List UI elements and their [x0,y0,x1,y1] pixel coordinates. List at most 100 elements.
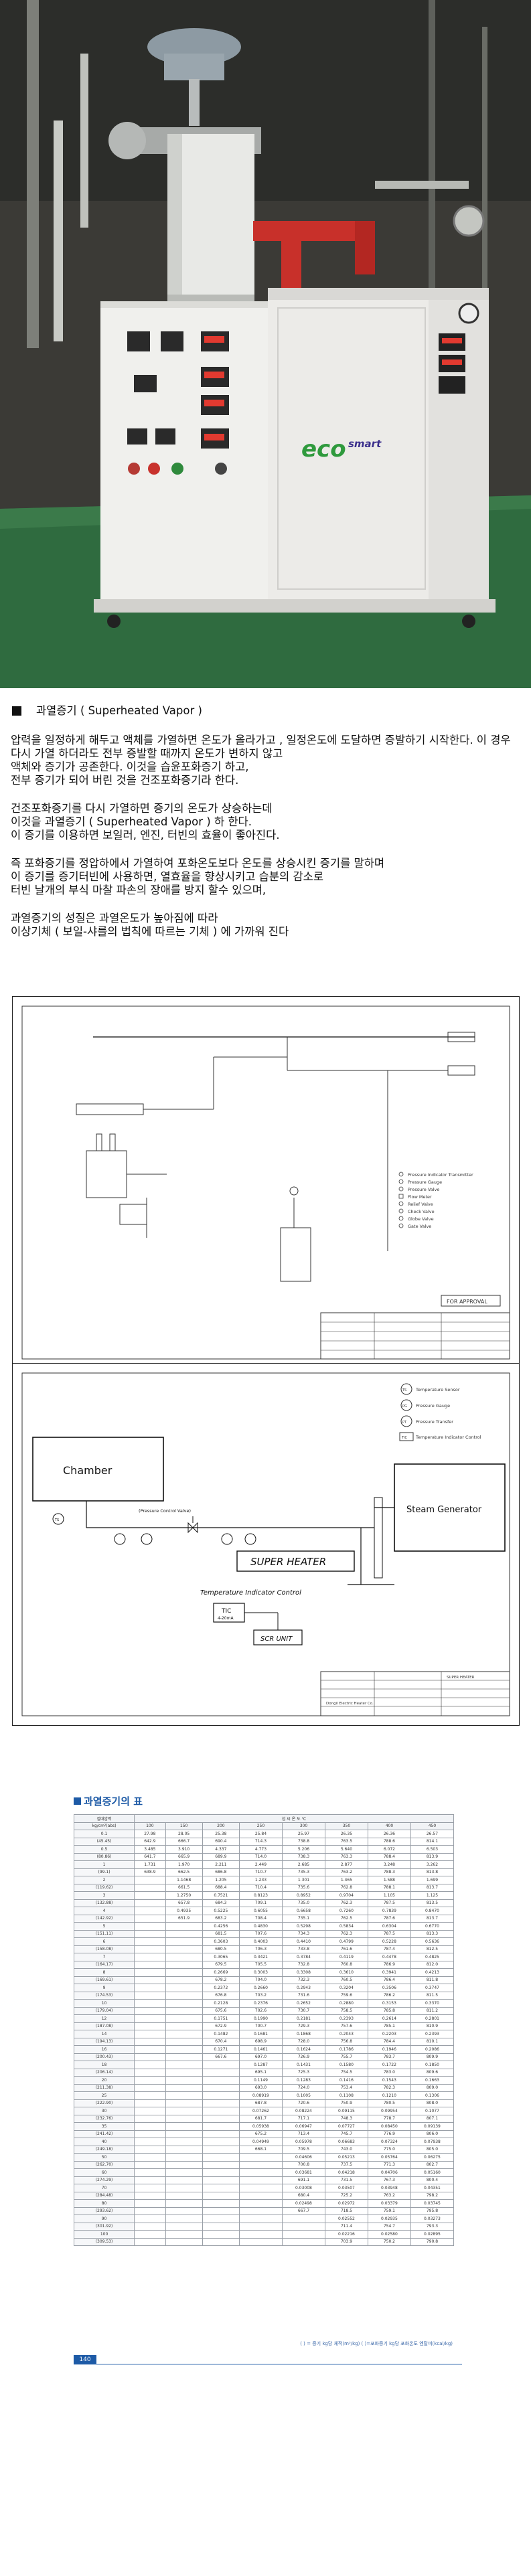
table-cell: 782.3 [367,2083,411,2092]
table-cell: 730.7 [281,2006,325,2015]
table-cell: 0.1271 [202,2045,240,2054]
row-header-cell: 30 [73,2107,135,2115]
table-cell: 0.05213 [324,2153,368,2162]
table-cell: 681.7 [238,2114,283,2123]
table-cell: 0.6658 [281,1907,325,1915]
table-cell: 814.1 [410,1837,455,1846]
table-cell: 0.2943 [281,1984,325,1992]
paragraph-line: 액체와 증기가 공존한다. 이것을 습윤포화증기 하고, [11,760,249,773]
table-cell [202,2145,240,2154]
row-header-cell: 7 [73,1953,135,1961]
table-cell: 713.4 [281,2129,325,2138]
table-cell: 0.02498 [281,2199,325,2208]
table-cell: 756.8 [324,2037,368,2046]
table-cell: 812.0 [410,1960,455,1969]
table-cell [134,1945,166,1953]
paragraph-2: 건조포화증기를 다시 가열하면 증기의 온도가 상승하는데 이것을 과열증기 (… [11,802,523,842]
row-header-cell: 12 [73,2014,135,2023]
table-cell: 0.3065 [202,1953,240,1961]
table-cell: 0.04218 [324,2168,368,2177]
row-header-cell: 40 [73,2138,135,2146]
paragraph-line: 이상기체 ( 보일-샤를의 법칙에 따르는 기체 ) 에 가까워 진다 [11,925,289,938]
table-cell: 1.205 [202,1876,240,1884]
row-header-cell: 1 [73,1860,135,1869]
table-cell [134,2052,166,2061]
table-cell: 759.1 [367,2206,411,2215]
table-cell [202,2091,240,2100]
row-header-cell: 100 [73,2230,135,2239]
table-cell: 787.5 [367,1929,411,1938]
table-cell: 738.3 [281,1852,325,1861]
table-cell: 27.98 [134,1830,166,1838]
table-cell [134,2076,166,2085]
table-cell [165,2206,203,2215]
table-cell [165,1991,203,2000]
table-cell: 0.06683 [324,2138,368,2146]
legend-text: Temperature Sensor [415,1387,460,1392]
table-cell [165,2199,203,2208]
table-cell: 662.5 [165,1868,203,1876]
table-cell [134,1907,166,1915]
row-header-cell: (274.29) [73,2176,135,2184]
legend-item: Pressure Gauge [408,1180,442,1185]
table-cell: 1.699 [410,1876,455,1884]
table-cell: 0.5636 [410,1937,455,1946]
table-cell: 810.9 [410,2022,455,2030]
paragraph-line: 이 증기를 증기터빈에 사용하면, 열효율을 향상시키고 습분의 감소로 [11,870,323,883]
table-cell: 811.2 [410,2006,455,2015]
table-cell [134,2215,166,2223]
table-cell: 0.5298 [281,1922,325,1931]
table-cell: 25.38 [202,1830,240,1838]
table-cell: 735.0 [281,1899,325,1907]
table-cell: 0.03273 [410,2215,455,2223]
column-header: 100 [134,1822,166,1830]
row-header-cell: 6 [73,1937,135,1946]
table-cell: 812.5 [410,1945,455,1953]
table-cell: 0.8123 [238,1891,283,1900]
legend-item: Flow Meter [408,1194,432,1200]
legend-item: Pressure Valve [408,1187,439,1192]
table-cell [202,2107,240,2115]
column-header: 350 [324,1822,368,1830]
table-cell: 762.3 [324,1929,368,1938]
table-cell: 763.3 [324,1852,368,1861]
table-cell [165,1929,203,1938]
table-cell: 1.970 [165,1860,203,1869]
table-cell: 0.05978 [281,2138,325,2146]
table-cell: 0.3506 [367,1984,411,1992]
row-header-cell: 14 [73,2030,135,2038]
table-cell: 681.5 [202,1929,240,1938]
table-cell [202,2083,240,2092]
table-cell: 0.02216 [324,2230,368,2239]
table-cell: 733.8 [281,1945,325,1953]
table-cell: 25.84 [238,1830,283,1838]
table-cell: 1.105 [367,1891,411,1900]
row-header-cell: (262.70) [73,2160,135,2169]
table-cell [202,2176,240,2184]
legend-symbol: PT [402,1421,407,1425]
table-cell [134,2206,166,2215]
table-cell: 0.4830 [238,1922,283,1931]
table-cell [202,2222,240,2231]
table-cell [165,2230,203,2239]
table-cell [134,1929,166,1938]
table-cell: 724.0 [281,2083,325,2092]
table-cell: 3.910 [165,1845,203,1854]
table-cell: 675.2 [238,2129,283,2138]
table-cell: 731.5 [324,2176,368,2184]
table-cell: 759.6 [324,1991,368,2000]
table-cell: 1.465 [324,1876,368,1884]
temp-control-label: Temperature Indicator Control [200,1589,301,1597]
table-cell: 735.3 [281,1868,325,1876]
row-header-cell: (174.53) [73,1991,135,2000]
